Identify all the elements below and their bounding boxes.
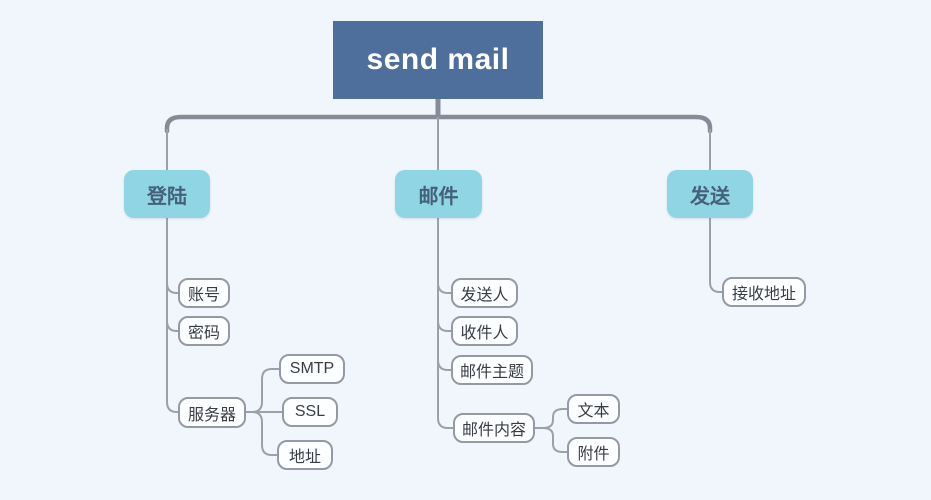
leaf-node-attachment: 附件 bbox=[567, 437, 620, 467]
connector-server-address bbox=[246, 411, 277, 456]
connector-content-attachment bbox=[535, 427, 567, 453]
root-node-send-mail: send mail bbox=[333, 21, 543, 99]
leaf-node-recipient: 收件人 bbox=[451, 316, 518, 346]
branch-node-send: 发送 bbox=[667, 170, 753, 218]
connector-server-smtp bbox=[246, 368, 279, 413]
connector-login-trunk bbox=[166, 218, 180, 413]
leaf-node-smtp: SMTP bbox=[279, 354, 345, 384]
leaf-node-server: 服务器 bbox=[178, 397, 246, 428]
leaf-node-password: 密码 bbox=[178, 316, 230, 346]
branch-node-mail: 邮件 bbox=[395, 170, 482, 218]
leaf-node-address: 地址 bbox=[277, 440, 333, 470]
connector-mail-subject bbox=[437, 359, 451, 371]
leaf-node-mail-content: 邮件内容 bbox=[453, 413, 535, 443]
leaf-node-ssl: SSL bbox=[282, 397, 338, 427]
connector-mail-sender bbox=[437, 282, 451, 294]
connector-send-trunk bbox=[709, 218, 722, 293]
leaf-node-text: 文本 bbox=[567, 394, 620, 424]
branch-node-login: 登陆 bbox=[124, 170, 210, 218]
leaf-node-mail-subject: 邮件主题 bbox=[451, 355, 533, 385]
leaf-node-receive-address: 接收地址 bbox=[722, 277, 806, 307]
connector-login-password bbox=[166, 320, 180, 332]
leaf-node-account: 账号 bbox=[178, 278, 230, 308]
connector-login-account bbox=[166, 282, 180, 294]
leaf-node-sender: 发送人 bbox=[451, 278, 518, 308]
connector-mail-recipient bbox=[437, 320, 451, 332]
connector-mail-trunk bbox=[437, 218, 453, 429]
connector-content-text bbox=[535, 408, 567, 429]
